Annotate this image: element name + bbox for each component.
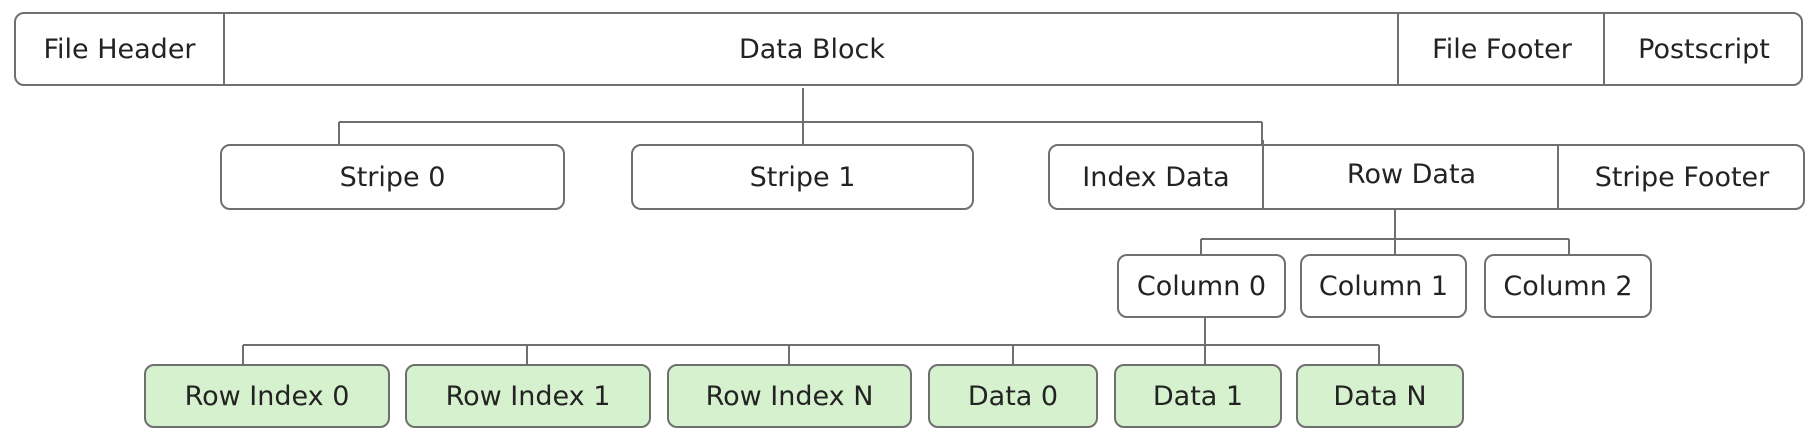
row-index-box: Row Index N	[667, 364, 912, 428]
row-index-label: Row Index 0	[184, 380, 350, 412]
stripe-footer-cell: Stripe Footer	[1557, 146, 1805, 208]
column-box: Column 2	[1484, 254, 1652, 318]
data-box: Data 1	[1114, 364, 1282, 428]
row-data-cell: Row Data	[1262, 140, 1559, 208]
column-box: Column 0	[1117, 254, 1286, 318]
data-box: Data 0	[928, 364, 1098, 428]
file-footer-cell: File Footer	[1397, 14, 1605, 84]
stripe-detail-bar: Index Data Row Data Stripe Footer	[1048, 140, 1805, 210]
column-label: Column 0	[1136, 270, 1267, 302]
index-data-cell: Index Data	[1082, 161, 1230, 193]
stripe-box: Stripe 0	[220, 144, 565, 210]
data-label: Data 0	[967, 380, 1059, 412]
postscript-cell: Postscript	[1603, 14, 1803, 84]
stripe-label: Stripe 1	[749, 161, 856, 193]
data-box: Data N	[1296, 364, 1464, 428]
file-bar: File Header Data Block File Footer Posts…	[14, 12, 1803, 86]
row-index-box: Row Index 0	[144, 364, 390, 428]
data-block-cell: Data Block	[223, 14, 1399, 84]
column-label: Column 2	[1503, 270, 1633, 302]
data-label: Data N	[1333, 380, 1427, 412]
row-index-label: Row Index N	[705, 380, 874, 412]
row-index-label: Row Index 1	[445, 380, 611, 412]
row-index-box: Row Index 1	[405, 364, 651, 428]
column-label: Column 1	[1318, 270, 1449, 302]
stripe-box: Stripe 1	[631, 144, 974, 210]
stripe-label: Stripe 0	[339, 161, 446, 193]
file-header-cell: File Header	[43, 33, 196, 65]
column-box: Column 1	[1300, 254, 1467, 318]
data-label: Data 1	[1152, 380, 1244, 412]
